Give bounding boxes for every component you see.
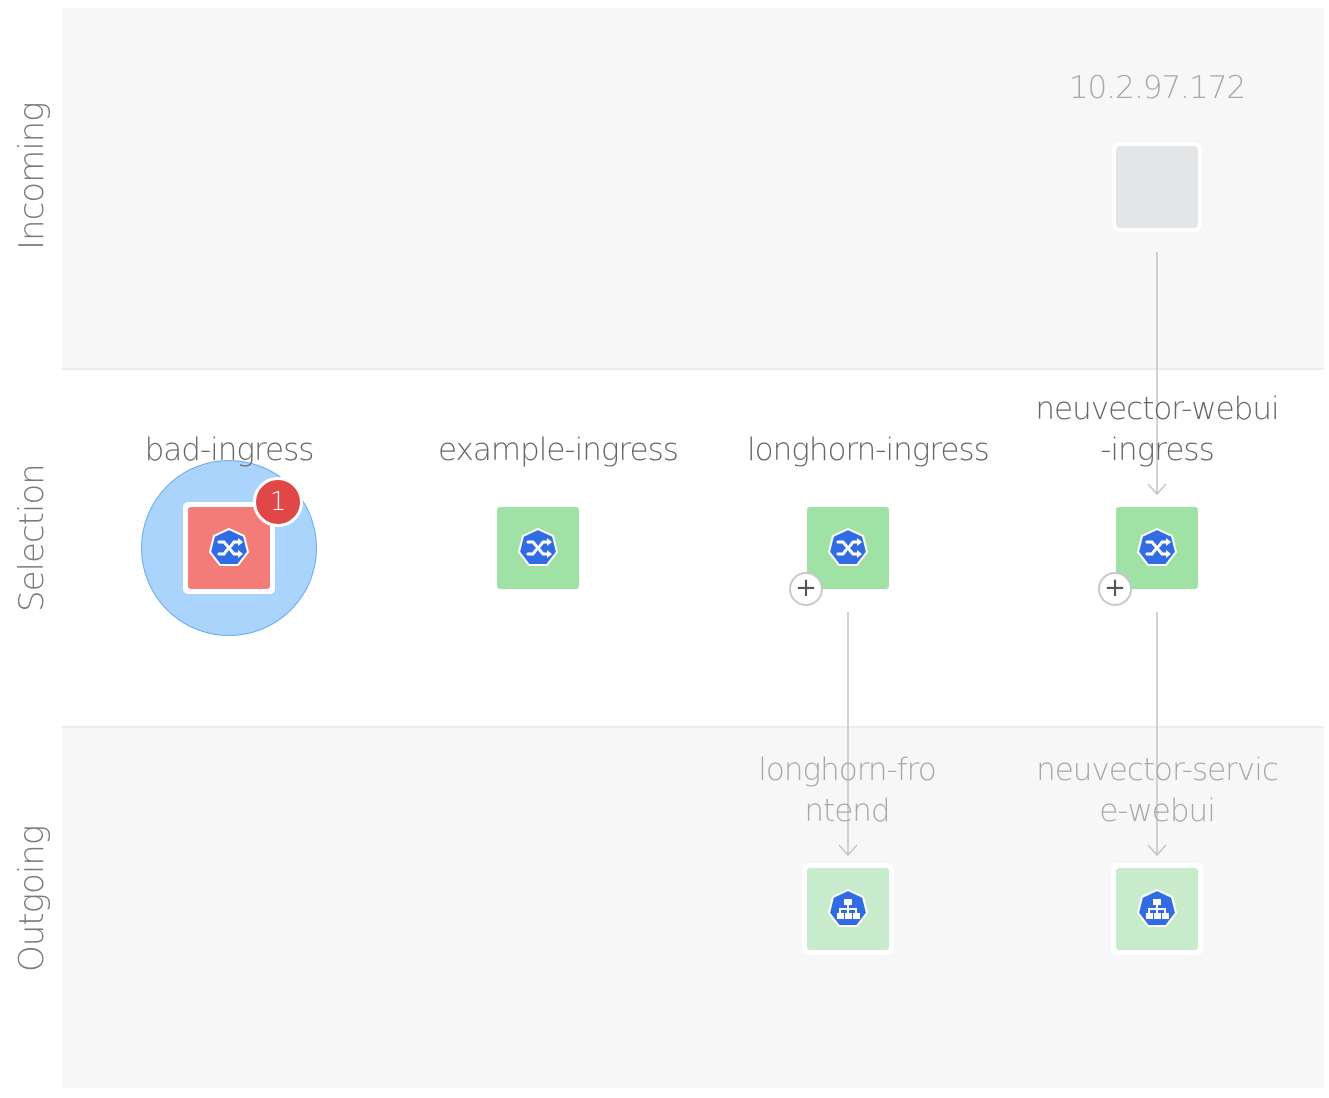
- node-label-line: neuvector-webui: [1035, 391, 1279, 427]
- node-label-line: ntend: [804, 793, 890, 829]
- kubernetes-ingress-icon: [517, 527, 559, 566]
- node-example-ingress[interactable]: [497, 507, 579, 589]
- node-fill: [807, 868, 889, 950]
- kubernetes-service-icon: [1136, 888, 1178, 927]
- kubernetes-service-icon: [827, 888, 869, 927]
- node-longhorn-ingress[interactable]: [807, 507, 889, 589]
- expand-neuvector-webui-ingress-button[interactable]: +: [1098, 572, 1132, 606]
- kubernetes-ingress-icon: [827, 527, 869, 566]
- node-fill: [1116, 868, 1198, 950]
- node-label-line: longhorn-fro: [758, 752, 936, 788]
- node-fill: [188, 507, 270, 589]
- external-ip-label: 10.2.97.172: [1068, 70, 1246, 106]
- node-neuvector-webui-ingress[interactable]: [1116, 507, 1198, 589]
- node-label-line: e-webui: [1099, 793, 1216, 829]
- node-label-neuvector-webui-ingress: neuvector-webui -ingress: [1017, 389, 1297, 471]
- node-label-neuvector-service-webui: neuvector-servic e-webui: [1017, 750, 1297, 832]
- node-neuvector-service-webui[interactable]: [1111, 863, 1203, 955]
- expand-longhorn-ingress-button[interactable]: +: [789, 572, 823, 606]
- node-label-longhorn-ingress: longhorn-ingress: [747, 432, 990, 468]
- node-label-longhorn-frontend: longhorn-fro ntend: [737, 750, 957, 832]
- kubernetes-ingress-icon: [208, 527, 250, 566]
- node-label-example-ingress: example-ingress: [438, 432, 679, 468]
- alert-count-badge: 1: [253, 477, 303, 527]
- node-label-line: neuvector-servic: [1036, 752, 1279, 788]
- external-ip-node-fill: [1116, 146, 1198, 228]
- node-longhorn-frontend[interactable]: [802, 863, 894, 955]
- node-label-line: -ingress: [1100, 432, 1215, 468]
- external-ip-node[interactable]: [1112, 142, 1202, 232]
- node-bad-ingress[interactable]: [183, 502, 275, 594]
- kubernetes-ingress-icon: [1136, 527, 1178, 566]
- node-label-bad-ingress: bad-ingress: [144, 432, 315, 468]
